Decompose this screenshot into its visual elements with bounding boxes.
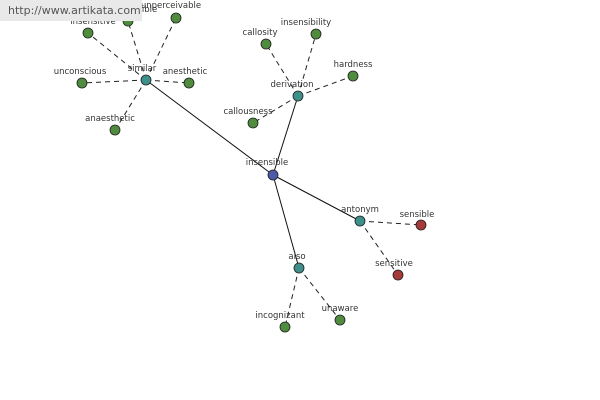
label-word-hardness: hardness [334, 60, 373, 70]
label-word-anaesthetic: anaesthetic [85, 114, 135, 124]
label-word-insensibility: insensibility [281, 18, 331, 28]
edge-also-incognizant [284, 267, 300, 328]
edge-derivation-insensibility [297, 33, 317, 97]
edge-antonym-sensible [359, 220, 422, 226]
node-word-hardness[interactable] [347, 70, 359, 82]
node-word-incognizant[interactable] [279, 321, 291, 333]
edge-similar-anesthetic [145, 79, 190, 84]
node-word-insensitive[interactable] [82, 27, 94, 39]
edge-derivation-hardness [297, 75, 354, 97]
label-relation-antonym: antonym [341, 205, 379, 215]
node-word-sensitive[interactable] [392, 269, 404, 281]
edge-center-antonym [272, 174, 361, 222]
edge-similar-insensitive [87, 32, 147, 81]
node-word-anaesthetic[interactable] [109, 124, 121, 136]
label-word-unconscious: unconscious [54, 67, 107, 77]
node-word-unconscious[interactable] [76, 77, 88, 89]
label-relation-derivation: derivation [270, 80, 313, 90]
node-word-insensibility[interactable] [310, 28, 322, 40]
node-word-unaware[interactable] [334, 314, 346, 326]
label-word-unaware: unaware [322, 304, 359, 314]
node-word-unperceivable[interactable] [170, 12, 182, 24]
edge-similar-anaesthetic [114, 79, 147, 131]
node-word-anesthetic[interactable] [183, 77, 195, 89]
watermark-url: http://www.artikata.com [0, 0, 142, 21]
edge-antonym-sensitive [359, 220, 399, 276]
edge-center-also [272, 174, 300, 269]
edge-also-unaware [298, 267, 341, 321]
node-relation-antonym[interactable] [354, 215, 366, 227]
edge-center-similar [145, 79, 274, 176]
label-word-insensitive: insensitive [70, 17, 116, 27]
label-center: insensible [246, 158, 289, 168]
node-word-callousness[interactable] [247, 117, 259, 129]
node-center[interactable] [267, 169, 279, 181]
label-word-incognizant: incognizant [255, 311, 305, 321]
edge-center-derivation [272, 95, 299, 176]
label-word-callosity: callosity [243, 28, 278, 38]
label-word-anesthetic: anesthetic [163, 67, 208, 77]
label-word-sensitive: sensitive [375, 259, 413, 269]
node-relation-similar[interactable] [140, 74, 152, 86]
edge-derivation-callosity [265, 43, 299, 97]
label-word-unperceivable: unperceivable [141, 1, 201, 11]
node-relation-derivation[interactable] [292, 90, 304, 102]
edge-similar-imperceptible [127, 20, 147, 81]
label-relation-also: also [288, 252, 305, 262]
label-word-sensible: sensible [400, 210, 435, 220]
node-word-callosity[interactable] [260, 38, 272, 50]
node-word-sensible[interactable] [415, 219, 427, 231]
label-relation-similar: similar [128, 64, 157, 74]
edge-similar-unperceivable [145, 17, 177, 81]
edge-similar-unconscious [81, 79, 147, 84]
node-relation-also[interactable] [293, 262, 305, 274]
label-word-callousness: callousness [223, 107, 273, 117]
